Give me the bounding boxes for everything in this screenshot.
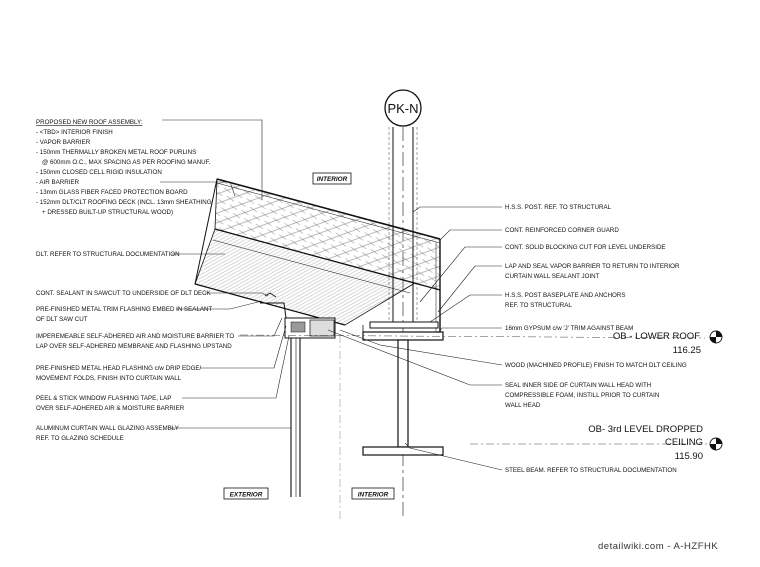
level-lower-roof: OB - LOWER ROOF 116.25 [613, 330, 723, 356]
left-note: OVER SELF-ADHERED AIR & MOISTURE BARRIER [36, 405, 185, 412]
right-note: CONT. SOLID BLOCKING CUT FOR LEVEL UNDER… [505, 244, 666, 251]
level-datum-icon-fill [710, 444, 716, 450]
hss-baseplate [369, 321, 439, 329]
curtain-wall-head [260, 292, 336, 339]
right-note: LAP AND SEAL VAPOR BARRIER TO RETURN TO … [505, 263, 680, 270]
right-note: WOOD (MACHINED PROFILE) FINISH TO MATCH … [505, 362, 687, 369]
level-datum-icon-fill [716, 331, 722, 337]
grid-bubble [384, 89, 422, 127]
interior-tag-top [312, 172, 352, 185]
right-note: REF. TO STRUCTURAL [505, 302, 572, 309]
right-note: H.S.S. POST. REF. TO STRUCTURAL [505, 204, 612, 211]
roof-assembly-line: - AIR BARRIER [36, 179, 80, 186]
roof-assembly-line: + DRESSED BUILT-UP STRUCTURAL WOOD) [42, 209, 173, 216]
level-datum-icon-fill [710, 337, 716, 343]
level-dropped-ceiling-name: CEILING [665, 437, 703, 448]
interior-tag-top-label: INTERIOR [317, 176, 348, 183]
left-note: OF DLT SAW CUT [36, 316, 88, 323]
roof-assembly-line: @ 600mm O.C., MAX SPACING AS PER ROOFING… [42, 159, 211, 166]
level-dropped-ceiling: OB- 3rd LEVEL DROPPED CEILING 115.90 [588, 424, 723, 462]
level-dropped-ceiling-value: 115.90 [675, 451, 703, 462]
roof-assembly-line: - 150mm CLOSED CELL RIGID INSULATION [36, 169, 162, 176]
roof-assembly-line: - 152mm DLT/CLT ROOFING DECK (INCL. 13mm… [36, 199, 212, 206]
left-note: MOVEMENT FOLDS, FINISH INTO CURTAIN WALL [36, 375, 182, 382]
right-note: CURTAIN WALL SEALANT JOINT [505, 273, 600, 280]
roof-assembly-line: - 13mm GLASS FIBER FACED PROTECTION BOAR… [36, 189, 188, 196]
right-note: STEEL BEAM. REFER TO STRUCTURAL DOCUMENT… [505, 467, 677, 474]
exterior-tag [223, 487, 269, 500]
level-lower-roof-name: OB - LOWER ROOF [613, 331, 700, 342]
left-note: PRE-FINISHED METAL TRIM FLASHING EMBED I… [36, 306, 212, 313]
right-note: 16mm GYPSUM c/w 'J' TRIM AGAINST BEAM [505, 325, 633, 332]
roof-assembly-line: - 150mm THERMALLY BROKEN METAL ROOF PURL… [36, 149, 196, 156]
roof-assembly-note: PROPOSED NEW ROOF ASSEMBLY: - <TBD> INTE… [36, 119, 263, 216]
right-note: CONT. REINFORCED CORNER GUARD [505, 227, 619, 234]
right-note: WALL HEAD [505, 402, 541, 409]
exterior-tag-label: EXTERIOR [230, 492, 263, 499]
right-note: SEAL INNER SIDE OF CURTAIN WALL HEAD WIT… [505, 382, 651, 389]
right-notes: H.S.S. POST. REF. TO STRUCTURAL CONT. RE… [327, 204, 687, 474]
curtain-wall-mullion [290, 338, 301, 497]
grid-label: PK-N [387, 101, 418, 116]
level-dropped-ceiling-name: OB- 3rd LEVEL DROPPED [588, 424, 703, 435]
level-datum-icon-fill [716, 438, 722, 444]
left-note: LAP OVER SELF-ADHERED MEMBRANE AND FLASH… [36, 343, 232, 350]
left-note: DLT. REFER TO STRUCTURAL DOCUMENTATION [36, 251, 180, 258]
hss-post [369, 127, 439, 329]
interior-tag-bottom-label: INTERIOR [358, 492, 389, 499]
left-note: ALUMINUM CURTAIN WALL GLAZING ASSEMBLY [36, 425, 179, 432]
right-note: H.S.S. POST BASEPLATE AND ANCHORS [505, 292, 625, 299]
roof-assembly-line: - <TBD> INTERIOR FINISH [36, 129, 113, 136]
level-lower-roof-value: 116.25 [673, 345, 701, 356]
left-note: REF. TO GLAZING SCHEDULE [36, 435, 124, 442]
interior-tag-bottom [351, 487, 395, 500]
watermark: detailwiki.com - A-HZFHK [598, 541, 718, 552]
left-note: PRE-FINISHED METAL HEAD FLASHING c/w DRI… [36, 365, 202, 372]
left-note: IMPEREMEABLE SELF-ADHERED AIR AND MOISTU… [36, 333, 234, 340]
left-note: PEEL & STICK WINDOW FLASHING TAPE, LAP [36, 395, 171, 402]
right-note: COMPRESSIBLE FOAM, INSTILL PRIOR TO CURT… [505, 392, 659, 399]
left-note: CONT. SEALANT IN SAWCUT TO UNDERSIDE OF … [36, 290, 212, 297]
steel-beam [362, 325, 444, 456]
roof-assembly-line: - VAPOR BARRIER [36, 139, 91, 146]
roof-assembly-title: PROPOSED NEW ROOF ASSEMBLY: [36, 119, 143, 126]
left-notes: DLT. REFER TO STRUCTURAL DOCUMENTATION C… [36, 251, 291, 442]
